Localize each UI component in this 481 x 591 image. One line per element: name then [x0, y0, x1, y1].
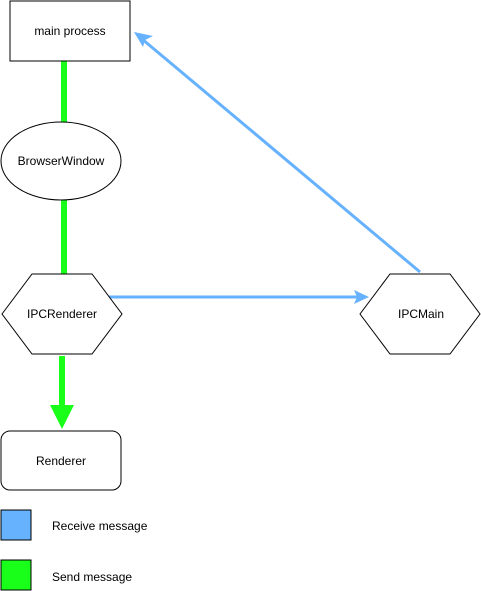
legend-swatch-send: [0, 559, 32, 591]
edge-ipcmain-to-main: [141, 37, 421, 274]
legend-label-receive: Receive message: [52, 519, 148, 533]
node-ipcrenderer-label: IPCRenderer: [27, 307, 97, 321]
node-browserwindow-label: BrowserWindow: [18, 154, 105, 168]
node-main-process-label: main process: [34, 24, 105, 38]
node-renderer-label: Renderer: [36, 454, 86, 468]
node-browserwindow: BrowserWindow: [0, 121, 122, 201]
legend-label-send: Send message: [52, 570, 132, 584]
node-renderer: Renderer: [0, 430, 122, 491]
node-ipcmain-label: IPCMain: [398, 307, 444, 321]
node-ipcmain: IPCMain: [359, 273, 481, 355]
node-main-process: main process: [9, 0, 131, 62]
legend-item-receive: Receive message: [0, 509, 148, 541]
legend-item-send: Send message: [0, 559, 132, 591]
arrowhead-main: [134, 32, 153, 47]
arrowhead-ipcmain: [354, 290, 369, 304]
legend-swatch-receive: [0, 509, 32, 541]
legend: Receive message Send message: [0, 509, 148, 591]
arrowhead-renderer: [50, 405, 74, 429]
node-ipcrenderer: IPCRenderer: [1, 273, 123, 355]
